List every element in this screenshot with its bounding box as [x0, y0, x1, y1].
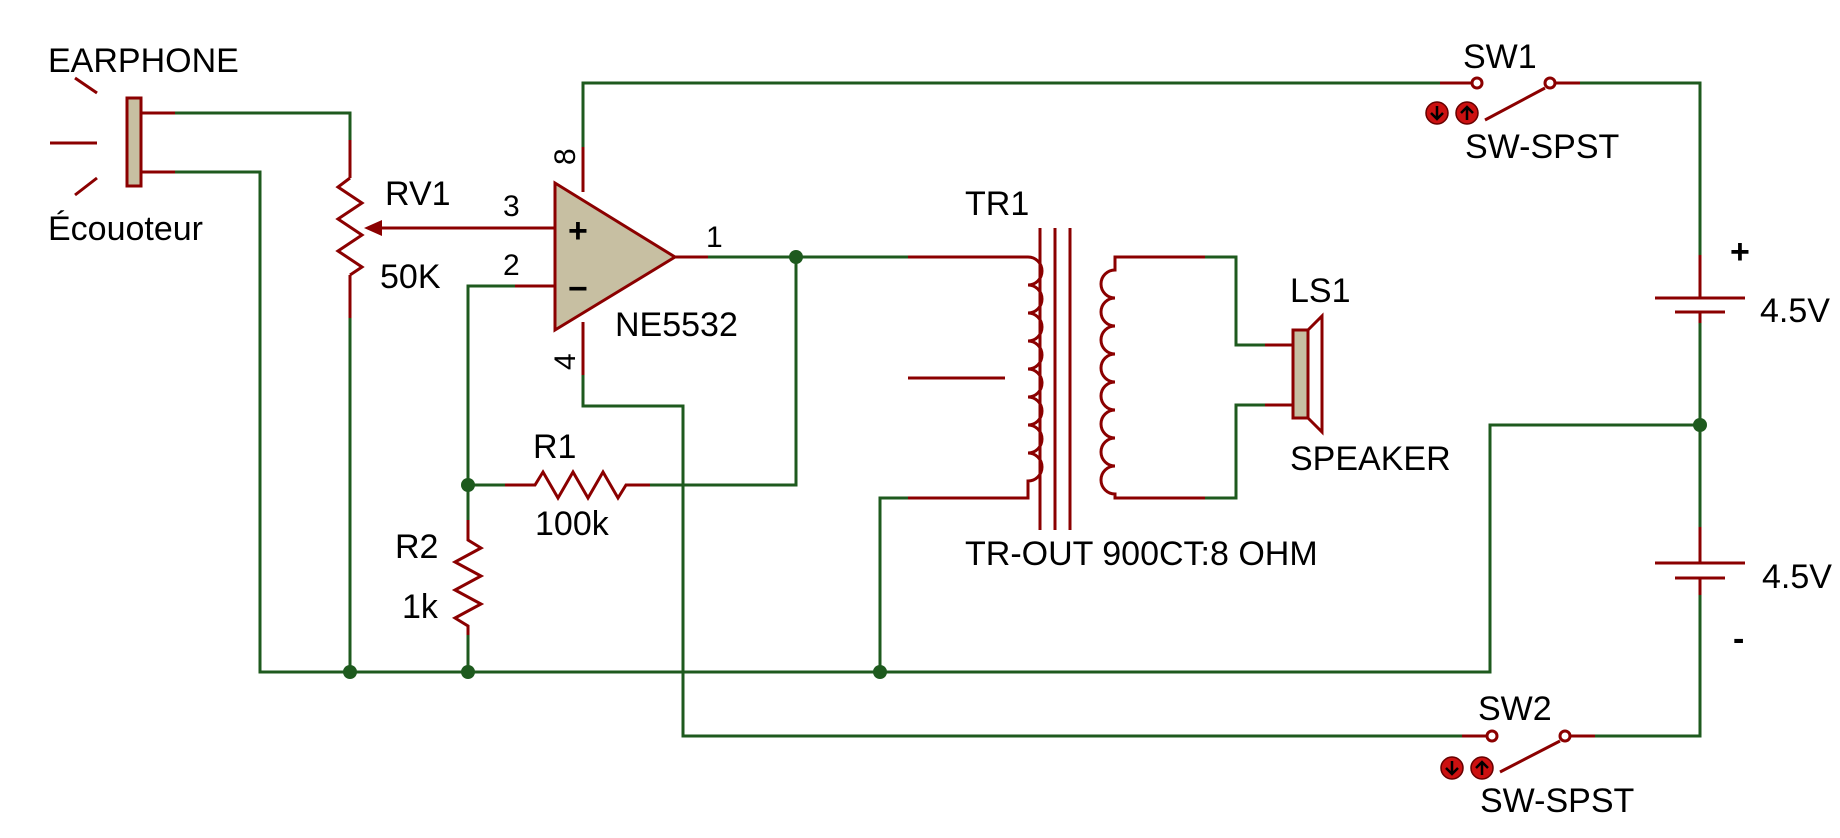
- wire-vcc-top: [581, 81, 1440, 147]
- wires: [175, 81, 1702, 738]
- sw1-part-label: SW-SPST: [1465, 128, 1619, 166]
- earphone: EARPHONE Écouoteur: [48, 42, 239, 248]
- opamp-body: [553, 180, 678, 333]
- resistor-r1: R1 100k: [505, 428, 650, 543]
- earphone-body: [125, 96, 143, 188]
- opamp-pin2-label: 2: [503, 249, 520, 282]
- junction-dot: [461, 665, 475, 679]
- wire-inv-input: [466, 284, 515, 485]
- sound-wave-line: [74, 176, 98, 197]
- up-arrow-icon: [1475, 760, 1489, 775]
- r1-zigzag: [505, 468, 650, 502]
- tr1-secondary-coil: [1099, 255, 1205, 500]
- opamp-pin3-label: 3: [503, 190, 520, 223]
- sw2-sim-buttons[interactable]: [1440, 756, 1494, 780]
- sw2-part-label: SW-SPST: [1480, 782, 1634, 820]
- sound-wave-line: [74, 76, 98, 95]
- speaker-part-label: SPEAKER: [1290, 440, 1451, 478]
- wire-tr1-primary-bottom: [878, 496, 908, 672]
- rv1-wiper-arrow: [364, 220, 382, 236]
- opamp-plus-sign: +: [568, 212, 588, 250]
- junctions: [343, 250, 1707, 679]
- opamp-ne5532: + − 3 2 1 8 4 NE5532: [503, 147, 738, 375]
- junction-dot: [1693, 418, 1707, 432]
- junction-dot: [789, 250, 803, 264]
- wire-earphone-to-rv1: [175, 111, 352, 140]
- r2-zigzag: [451, 520, 485, 635]
- transformer-tr1: TR1 TR-OUT 900CT:8 OHM: [908, 185, 1318, 573]
- wire-r1-right: [650, 257, 798, 487]
- earphone-ref: EARPHONE: [48, 42, 239, 80]
- rv1-ref: RV1: [385, 175, 451, 213]
- sw1-ref: SW1: [1463, 38, 1537, 76]
- opamp-pin8-label: 8: [549, 148, 582, 165]
- up-arrow-icon: [1460, 105, 1474, 120]
- wire-speaker-bottom: [1205, 403, 1265, 500]
- battery-top: + 4.5V: [1655, 233, 1830, 330]
- tr1-ref: TR1: [965, 185, 1029, 223]
- speaker-ls1: LS1 SPEAKER: [1265, 272, 1451, 478]
- opamp-minus-sign: −: [568, 270, 588, 308]
- speaker-body: [1291, 328, 1310, 420]
- rv1-value: 50K: [380, 258, 441, 296]
- r1-value: 100k: [535, 505, 610, 543]
- opamp-pin1-label: 1: [706, 221, 723, 254]
- rv1-zigzag: [335, 176, 365, 277]
- resistor-r2: R2 1k: [395, 520, 485, 635]
- earphone-caption: Écouoteur: [48, 210, 203, 248]
- switch-sw2: SW2 SW-SPST: [1440, 690, 1634, 820]
- junction-dot: [343, 665, 357, 679]
- junction-dot: [873, 665, 887, 679]
- potentiometer-rv1: RV1 50K: [335, 140, 555, 318]
- battery-minus-sign: -: [1733, 620, 1744, 658]
- opamp-part-label: NE5532: [615, 306, 738, 344]
- speaker-ref: LS1: [1290, 272, 1351, 310]
- wire-sw1-to-battery: [1580, 81, 1702, 255]
- battery-bottom-value: 4.5V: [1762, 558, 1832, 596]
- battery-top-value: 4.5V: [1760, 292, 1830, 330]
- sw2-ref: SW2: [1478, 690, 1552, 728]
- opamp-pin4-label: 4: [549, 353, 582, 370]
- switch-sw1: SW1 SW-SPST: [1425, 38, 1619, 166]
- sw1-contact: [1470, 76, 1484, 90]
- speaker-cone: [1306, 312, 1324, 436]
- wire-speaker-top: [1205, 255, 1265, 347]
- down-arrow-icon: [1430, 106, 1444, 121]
- sw2-blade: [1499, 739, 1561, 774]
- wire-sw2-to-opamp-gnd: [581, 375, 1462, 738]
- sw2-contact: [1558, 729, 1572, 743]
- r1-ref: R1: [533, 428, 576, 466]
- wire-battery-to-sw2: [1595, 595, 1702, 738]
- battery-plus-sign: +: [1730, 233, 1750, 271]
- down-arrow-icon: [1445, 761, 1459, 776]
- r2-ref: R2: [395, 528, 438, 566]
- sw1-blade: [1484, 86, 1546, 122]
- sw1-contact: [1543, 76, 1557, 90]
- r2-value: 1k: [402, 588, 439, 626]
- sw2-contact: [1485, 729, 1499, 743]
- tr1-part-label: TR-OUT 900CT:8 OHM: [965, 535, 1318, 573]
- junction-dot: [461, 478, 475, 492]
- sw1-sim-buttons[interactable]: [1425, 101, 1479, 125]
- battery-bottom: 4.5V -: [1655, 527, 1832, 658]
